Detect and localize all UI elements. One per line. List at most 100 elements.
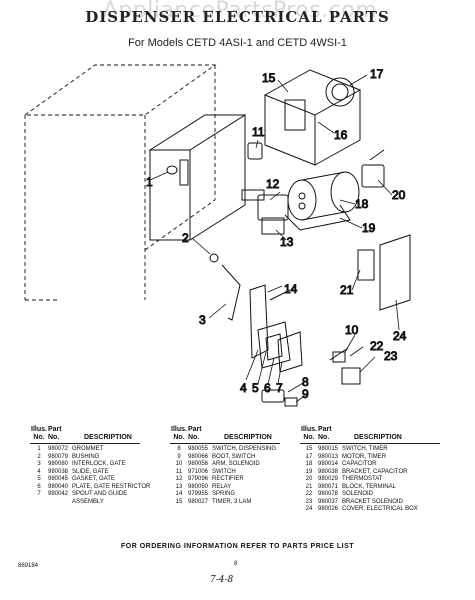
part-number: 980029 (318, 476, 339, 482)
callout-5: 5 (252, 381, 259, 395)
part-description: BRACKET SOLENOID (342, 498, 403, 505)
illus-number: 10 (175, 461, 183, 467)
part-number: 980038 (318, 468, 339, 475)
header-illus: Illus. (301, 426, 317, 433)
illus-number: 8 (177, 446, 181, 452)
part-description: BLOCK, TERMINAL (342, 483, 396, 490)
header-illus-no: No. (303, 434, 315, 441)
illus-number: 7 (37, 491, 41, 497)
header-illus-no: No. (33, 434, 45, 441)
part-description: RECTIFIER (212, 476, 244, 482)
illus-number: 14 (175, 491, 183, 497)
part-description: THERMOSTAT (342, 476, 383, 482)
illus-number: 9 (177, 453, 181, 460)
header-illus: Illus. (31, 426, 47, 433)
callout-10: 10 (345, 323, 359, 337)
part-number: 980056 (188, 461, 209, 467)
handwritten-note: 7-4-8 (210, 575, 234, 585)
gate-interlock (209, 253, 241, 321)
part-number: 980079 (48, 453, 69, 460)
part-number: 979096 (188, 476, 209, 482)
callout-16: 16 (334, 128, 348, 142)
watermark: AppliancePartsPros.com (102, 0, 378, 23)
illus-number: 22 (305, 491, 313, 497)
part-number: 980055 (188, 446, 209, 452)
part-number (48, 499, 72, 507)
illus-number: 19 (305, 468, 313, 475)
illus-number: 15 (175, 498, 183, 505)
callout-11: 11 (252, 125, 265, 139)
leader-lines (149, 74, 400, 403)
exploded-parts-diagram: 1 2 3 4 5 6 7 8 9 10 11 12 13 14 15 16 1… (23, 64, 411, 407)
part-number: 980080 (48, 461, 69, 467)
part-description: TIMER, 3 LAM (212, 498, 252, 505)
header-part: Part (48, 426, 62, 433)
part-number: 980066 (188, 453, 209, 460)
illus-number: 6 (37, 483, 41, 490)
part-description: PLATE, GATE RESTRICTOR (72, 483, 151, 490)
illus-number: 24 (305, 506, 313, 512)
thermostat (361, 149, 385, 188)
header-part-no: No. (188, 434, 200, 441)
terminal-block (357, 249, 375, 281)
page-subtitle: For Models CETD 4ASI-1 and CETD 4WSI-1 (128, 37, 347, 49)
capacitor-bracket (284, 204, 351, 231)
part-description: BUSHING (72, 453, 100, 460)
part-description: GROMMET (72, 446, 104, 452)
callout-labels: 1 2 3 4 5 6 7 8 9 10 11 12 13 14 15 16 1… (146, 67, 408, 402)
part-description: SPOUT AND GUIDE (72, 491, 128, 497)
control-box (148, 114, 247, 241)
callout-18: 18 (355, 197, 369, 211)
header-description: DESCRIPTION (354, 434, 402, 441)
illus-number: 5 (37, 476, 41, 482)
part-number: 980037 (318, 498, 339, 505)
illus-number: 23 (305, 498, 313, 505)
part-description: BOOT, SWITCH (212, 453, 256, 460)
part-description: INTERLOCK, GATE (72, 461, 126, 467)
callout-24: 24 (393, 329, 407, 343)
part-description: MOTOR, TIMER (342, 453, 387, 460)
illus-number: 12 (175, 476, 183, 482)
illus-number: 21 (305, 483, 313, 490)
header-illus: Illus. (171, 426, 187, 433)
callout-6: 6 (264, 381, 271, 395)
page-number: 8 (234, 561, 238, 567)
part-description: SWITCH (212, 468, 236, 475)
illus-number: 1 (37, 446, 41, 452)
part-number: 979955 (188, 491, 209, 497)
timer-assembly (263, 69, 362, 166)
part-number: 980027 (188, 498, 209, 505)
part-number: 980015 (318, 446, 339, 452)
part-number: 980013 (318, 453, 339, 460)
illus-number: 13 (175, 483, 183, 490)
part-description: COVER, ELECTRICAL BOX (342, 506, 418, 512)
callout-2: 2 (182, 231, 189, 245)
cabinet-outline (23, 64, 217, 301)
dispensing-switch (261, 389, 298, 407)
callout-15: 15 (262, 71, 276, 85)
callout-9: 9 (302, 387, 309, 401)
header-part-no: No. (48, 434, 60, 441)
part-number: 980042 (48, 491, 69, 497)
header-part: Part (318, 426, 332, 433)
document-code: 869184 (18, 563, 39, 569)
callout-4: 4 (240, 381, 247, 395)
part-description: GASKET, GATE (72, 476, 115, 482)
illus-number: 2 (37, 453, 41, 460)
